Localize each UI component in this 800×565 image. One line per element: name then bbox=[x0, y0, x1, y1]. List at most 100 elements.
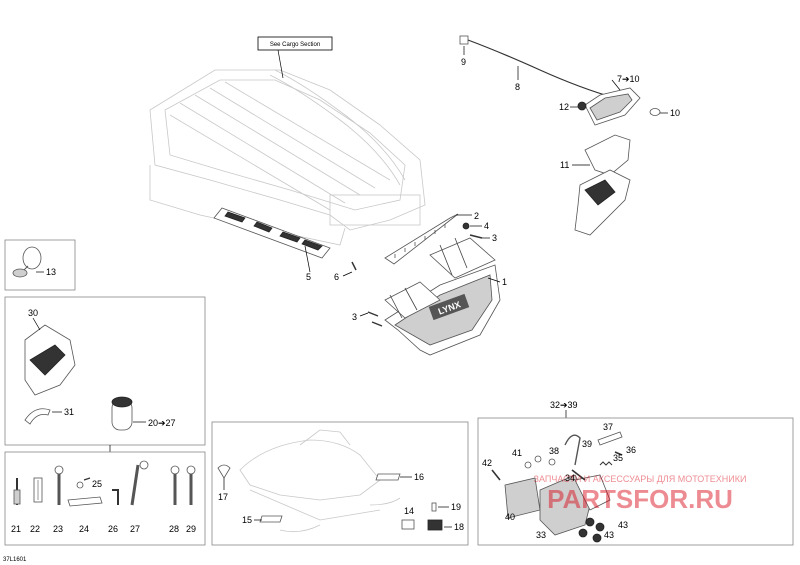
callout-2: 2 bbox=[474, 211, 479, 221]
watermark-line-2: PARTSFOR.RU bbox=[547, 484, 733, 514]
callouts: 1 2 4 3 5 6 3 9 8 7➔10 12 10 11 13 30 31… bbox=[11, 57, 680, 540]
callout-20-27: 20➔27 bbox=[148, 418, 176, 428]
callout-31: 31 bbox=[64, 407, 74, 417]
part-28-wrench[interactable] bbox=[170, 465, 180, 505]
callout-3-lower: 3 bbox=[352, 312, 357, 322]
part-16-decal[interactable] bbox=[375, 473, 412, 481]
part-26-hex-key[interactable] bbox=[112, 489, 119, 505]
part-19-rivet[interactable] bbox=[431, 502, 449, 512]
box-part-13 bbox=[4, 239, 76, 291]
part-17-decal[interactable] bbox=[217, 464, 231, 490]
callout-39: 39 bbox=[582, 439, 592, 449]
cargo-rack bbox=[149, 69, 426, 246]
part-8-wire-harness[interactable] bbox=[467, 39, 616, 99]
part-43-nuts[interactable] bbox=[578, 517, 605, 543]
part-2-mounting-strip[interactable] bbox=[384, 213, 472, 265]
part-36-bolt[interactable] bbox=[614, 451, 623, 456]
callout-5: 5 bbox=[306, 272, 311, 282]
callout-38: 38 bbox=[549, 446, 559, 456]
part-10-bulb[interactable] bbox=[649, 108, 668, 116]
callout-14: 14 bbox=[404, 506, 414, 516]
callout-35: 35 bbox=[613, 453, 623, 463]
callout-3: 3 bbox=[492, 233, 497, 243]
box-tool-kit bbox=[4, 296, 206, 452]
box-tools bbox=[4, 451, 206, 546]
part-42-bolt[interactable] bbox=[491, 469, 501, 481]
callout-16: 16 bbox=[414, 472, 424, 482]
callout-43-upper: 43 bbox=[618, 520, 628, 530]
callout-8: 8 bbox=[515, 82, 520, 92]
part-30-tool-bag[interactable] bbox=[24, 317, 76, 396]
callout-30: 30 bbox=[28, 308, 38, 318]
callout-18: 18 bbox=[454, 522, 464, 532]
part-39-spring-pin[interactable] bbox=[564, 434, 581, 466]
part-34-pin[interactable] bbox=[571, 469, 586, 481]
part-41-washer[interactable] bbox=[524, 455, 542, 469]
part-6-screw[interactable] bbox=[342, 261, 357, 277]
callout-11: 11 bbox=[560, 160, 569, 170]
callout-10: 10 bbox=[670, 108, 680, 118]
callout-12: 12 bbox=[559, 102, 569, 112]
cargo-reference-box[interactable]: See Cargo Section bbox=[257, 36, 333, 79]
callout-6: 6 bbox=[334, 272, 339, 282]
callout-40: 40 bbox=[505, 512, 515, 522]
callout-41: 41 bbox=[512, 448, 522, 458]
part-22-fuse[interactable] bbox=[33, 477, 43, 503]
callout-15: 15 bbox=[242, 515, 252, 525]
callout-42: 42 bbox=[482, 458, 492, 468]
box-hitch bbox=[477, 410, 794, 546]
callout-37: 37 bbox=[603, 422, 613, 432]
watermark-line-1: ЗАПЧАСТИ И АКСЕССУАРЫ ДЛЯ МОТОТЕХНИКИ bbox=[534, 474, 747, 484]
part-3-screws-lower[interactable] bbox=[359, 311, 383, 327]
part-38-nut[interactable] bbox=[548, 458, 556, 466]
part-37-bracket[interactable] bbox=[597, 431, 623, 446]
callout-26: 26 bbox=[108, 524, 118, 534]
part-18-plate[interactable] bbox=[427, 519, 452, 531]
part-24-spark-plug-feeler[interactable] bbox=[67, 496, 103, 507]
part-33-hitch-body[interactable] bbox=[539, 474, 611, 536]
callout-43-lower: 43 bbox=[604, 530, 614, 540]
part-5-side-strip[interactable] bbox=[213, 207, 331, 273]
part-4-washer[interactable] bbox=[462, 222, 482, 230]
callout-1: 1 bbox=[502, 277, 507, 287]
cargo-reference-label: See Cargo Section bbox=[270, 42, 320, 48]
part-31-strap[interactable] bbox=[24, 408, 62, 425]
callout-13: 13 bbox=[46, 267, 56, 277]
part-23-wrench[interactable] bbox=[54, 465, 64, 505]
part-35-spring[interactable] bbox=[599, 461, 613, 466]
part-21-screwdriver[interactable] bbox=[13, 478, 21, 505]
callout-9: 9 bbox=[461, 57, 466, 67]
callout-27: 27 bbox=[130, 524, 140, 534]
callout-29: 29 bbox=[186, 524, 196, 534]
watermark: ЗАПЧАСТИ И АКСЕССУАРЫ ДЛЯ МОТОТЕХНИКИ PA… bbox=[534, 474, 747, 514]
part-15-decal[interactable] bbox=[254, 515, 283, 523]
callout-22: 22 bbox=[30, 524, 40, 534]
part-29-wrench[interactable] bbox=[186, 465, 196, 505]
part-1-snow-flap[interactable]: LYNX bbox=[384, 237, 501, 356]
part-13-mirror[interactable] bbox=[12, 246, 42, 278]
part-12-grommet[interactable] bbox=[570, 101, 587, 111]
part-9-connector[interactable] bbox=[459, 35, 469, 55]
part-14-label[interactable] bbox=[401, 519, 415, 530]
callout-19: 19 bbox=[451, 502, 461, 512]
callout-36: 36 bbox=[626, 445, 636, 455]
part-25-hardware[interactable] bbox=[76, 477, 91, 489]
callout-23: 23 bbox=[53, 524, 63, 534]
part-7-10-taillight[interactable] bbox=[584, 79, 641, 126]
callout-34: 34 bbox=[565, 473, 575, 483]
callout-25: 25 bbox=[92, 479, 102, 489]
callout-28: 28 bbox=[169, 524, 179, 534]
part-20-27-tool-case[interactable] bbox=[111, 396, 146, 431]
part-27-spanner[interactable] bbox=[130, 460, 149, 506]
callout-33: 33 bbox=[536, 530, 546, 540]
callout-4: 4 bbox=[484, 221, 489, 231]
callout-32-39: 32➔39 bbox=[550, 400, 578, 410]
callout-21: 21 bbox=[11, 524, 21, 534]
snowmobile-outline bbox=[239, 429, 401, 533]
box-snowmobile bbox=[211, 421, 469, 546]
part-11-light-housing[interactable] bbox=[572, 134, 631, 236]
callout-7-10: 7➔10 bbox=[617, 74, 640, 84]
callout-24: 24 bbox=[79, 524, 89, 534]
part-3-screw-upper[interactable] bbox=[469, 234, 490, 239]
